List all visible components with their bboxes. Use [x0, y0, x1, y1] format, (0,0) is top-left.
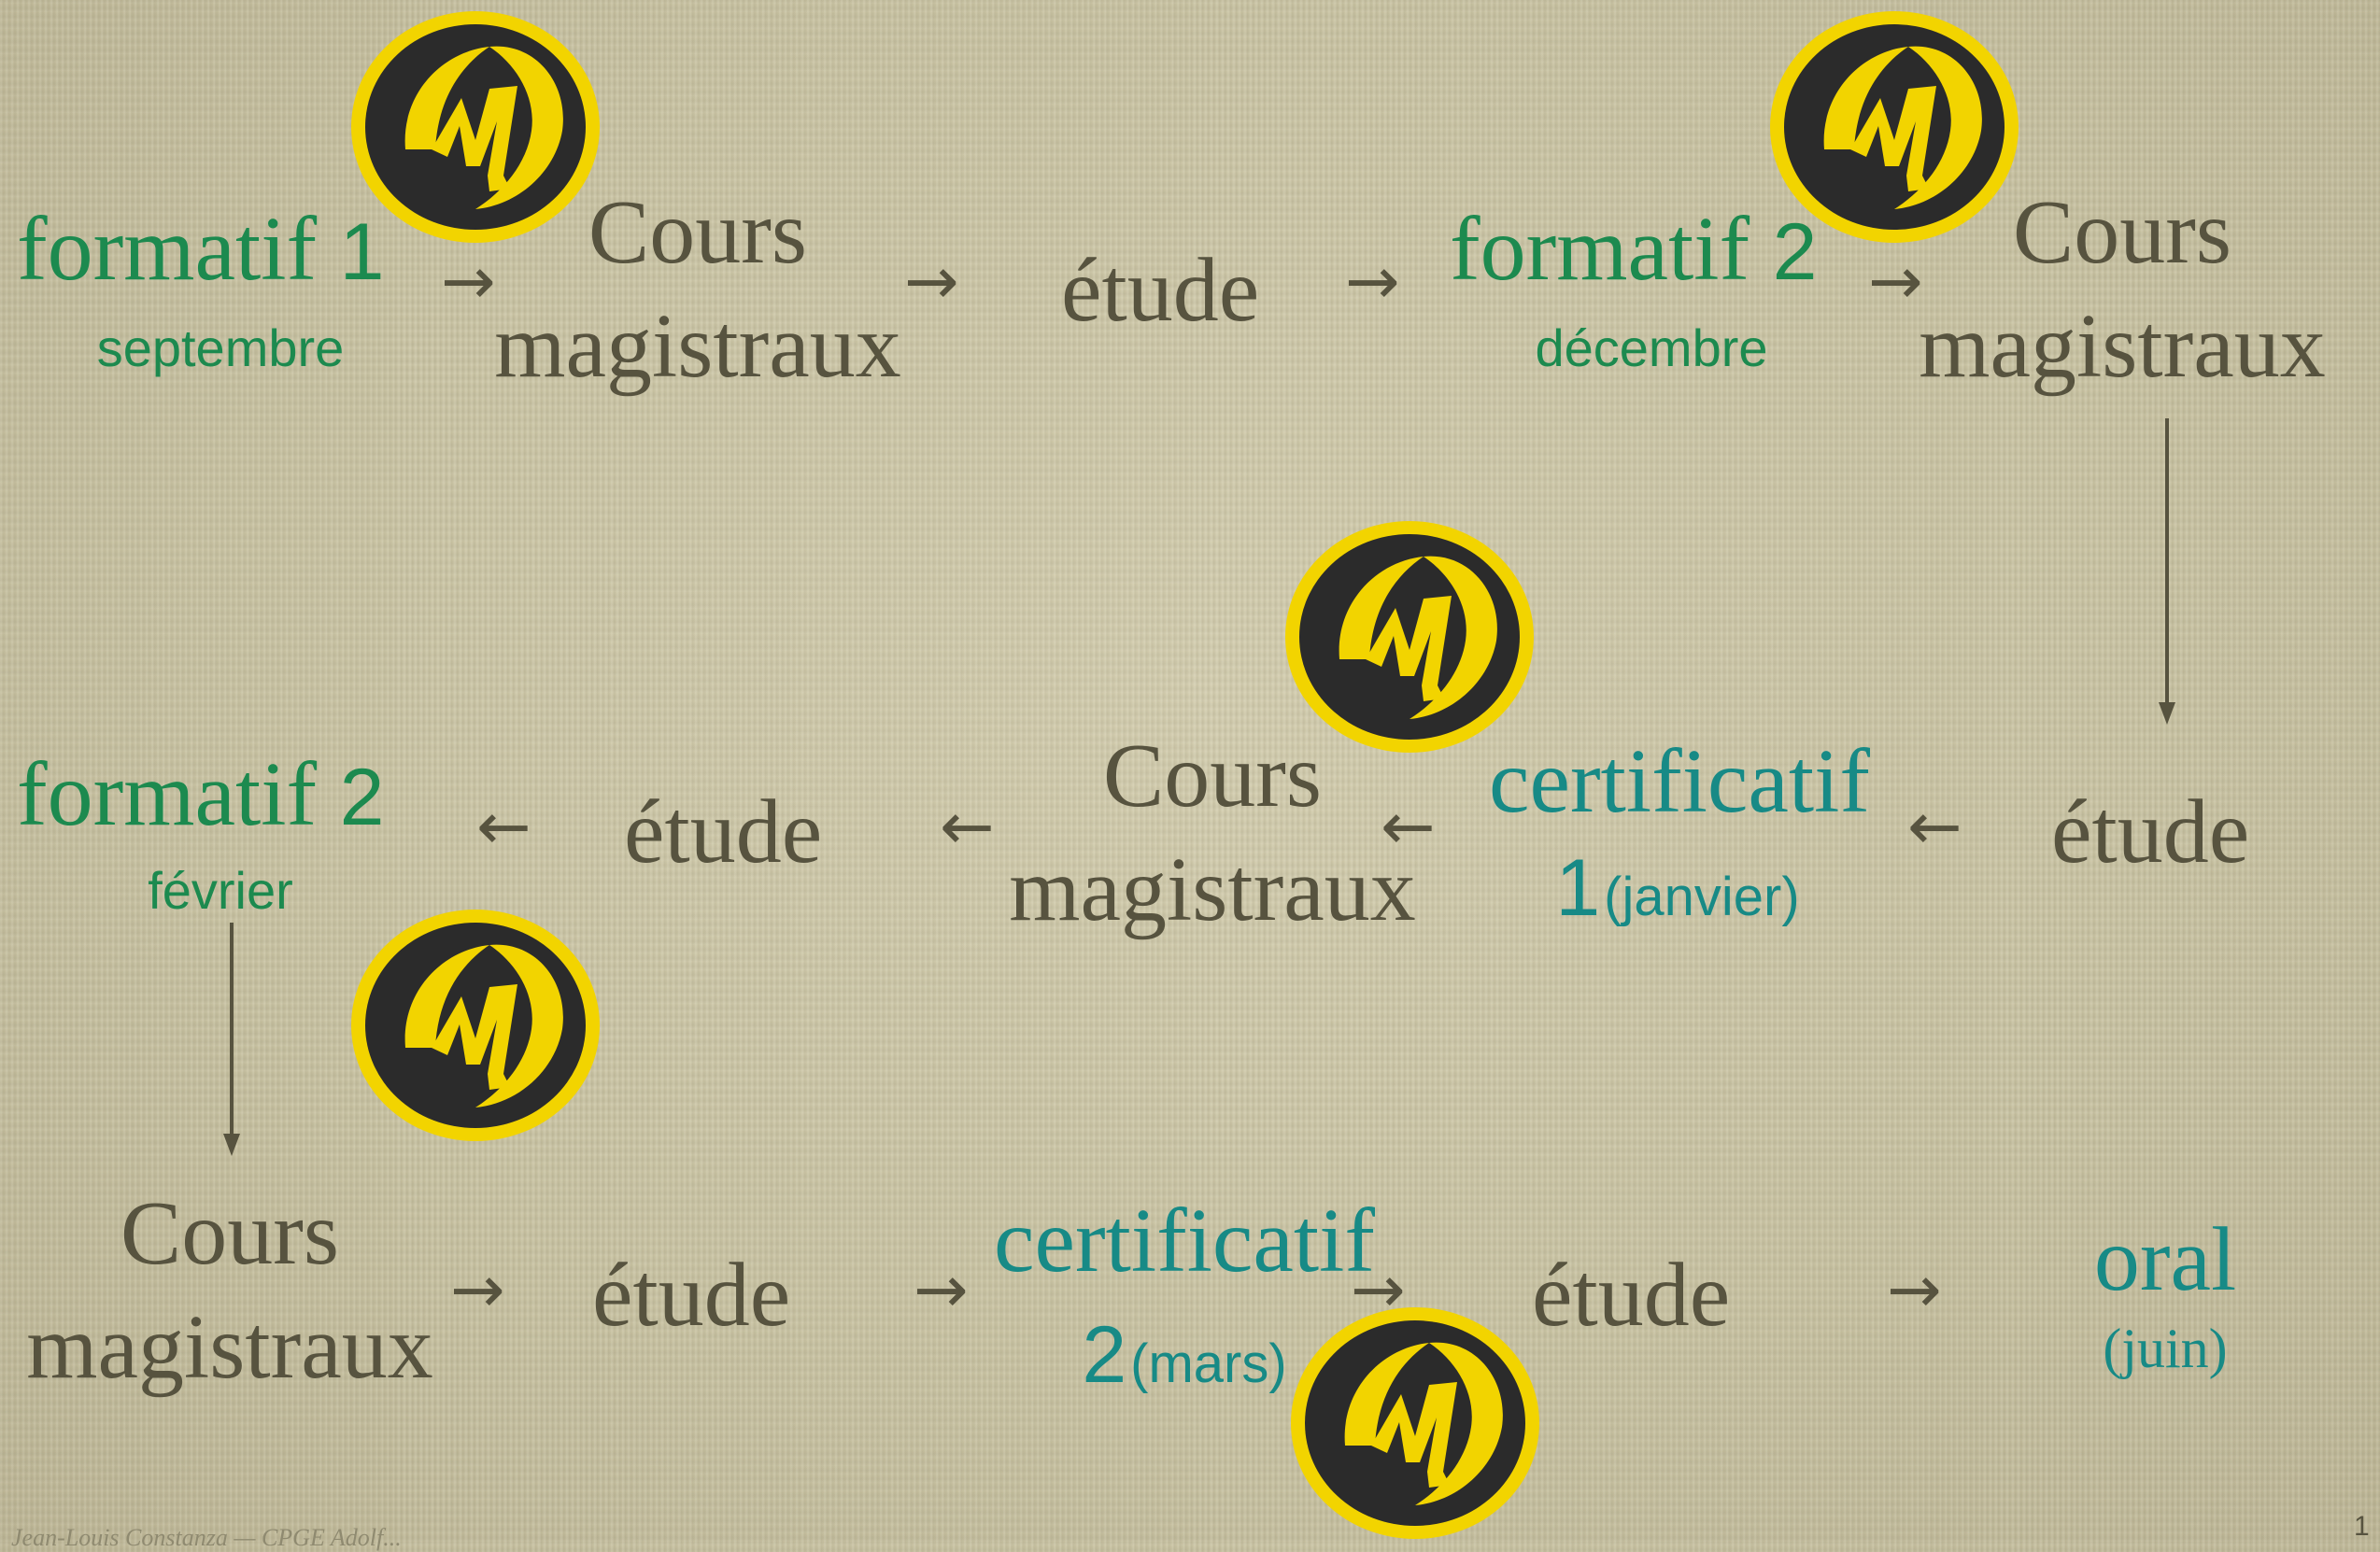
- certificatif1-label: certificatif: [1488, 731, 1871, 832]
- m-logo-icon: [1289, 1305, 1541, 1541]
- certificatif2-paren: (mars): [1130, 1333, 1287, 1394]
- formatif2-row2-number: 2: [339, 753, 385, 842]
- formatif1-label: formatif 1: [17, 204, 384, 295]
- formatif1-date: septembre: [96, 318, 345, 377]
- cours1-line1: Cours: [588, 182, 808, 283]
- etude1: étude: [1061, 240, 1260, 341]
- etude-row2-left: étude: [624, 782, 823, 882]
- etude-row3-2: étude: [1532, 1245, 1731, 1346]
- formatif2-number: 2: [1772, 207, 1818, 297]
- cours2-line2: magistraux: [1919, 296, 2326, 397]
- cours-row3-line1: Cours: [120, 1183, 340, 1284]
- arrow-right: →: [904, 243, 959, 319]
- page-number: 1: [2354, 1511, 2370, 1542]
- certificatif2-number: 2: [1082, 1310, 1127, 1400]
- certificatif2-sub: 2 (mars): [1082, 1315, 1286, 1395]
- certificatif2-label: certificatif: [993, 1191, 1376, 1291]
- arrow-left: ←: [1907, 788, 1962, 865]
- m-logo-icon: [349, 908, 602, 1143]
- etude-row2-right: étude: [2051, 782, 2250, 882]
- arrow-down-head: [2159, 702, 2175, 725]
- formatif1-number: 1: [339, 207, 385, 297]
- formatif2-word: formatif: [1450, 199, 1750, 300]
- arrow-right: →: [450, 1251, 505, 1328]
- oral-label: oral: [2093, 1209, 2237, 1310]
- arrow-left: ←: [476, 788, 531, 865]
- arrow-left: ←: [940, 788, 995, 865]
- arrow-right: →: [1345, 243, 1400, 319]
- oral-paren: (juin): [2103, 1318, 2228, 1379]
- arrow-right: →: [914, 1251, 969, 1328]
- cours-row2-line2: magistraux: [1009, 839, 1416, 940]
- m-logo-icon: [349, 9, 602, 245]
- cours1-line2: magistraux: [494, 296, 901, 397]
- arrow-right: →: [1868, 243, 1923, 319]
- formatif2-date: décembre: [1535, 318, 1768, 377]
- certificatif1-number: 1: [1555, 843, 1601, 933]
- m-logo-icon: [1768, 9, 2020, 245]
- cours-row2-line1: Cours: [1102, 726, 1323, 826]
- footer-text: Jean-Louis Constanza — CPGE Adolf...: [11, 1524, 402, 1551]
- arrow-left: ←: [1381, 788, 1436, 865]
- arrow-down: [2165, 418, 2169, 708]
- arrow-right: →: [1887, 1251, 1942, 1328]
- arrow-down: [230, 923, 234, 1139]
- formatif2-row2-word: formatif: [17, 744, 318, 845]
- certificatif1-paren: (janvier): [1604, 867, 1800, 927]
- formatif2-row2-date: février: [148, 861, 293, 920]
- formatif2-row2-label: formatif 2: [17, 749, 384, 840]
- certificatif1-sub: 1 (janvier): [1555, 848, 1799, 928]
- arrow-down-head: [223, 1134, 240, 1156]
- cours2-line1: Cours: [2012, 182, 2232, 283]
- formatif2-label: formatif 2: [1450, 204, 1817, 295]
- m-logo-icon: [1283, 519, 1536, 755]
- etude-row3-1: étude: [592, 1245, 791, 1346]
- formatif1-word: formatif: [17, 199, 318, 300]
- arrow-right: →: [441, 243, 496, 319]
- cours-row3-line2: magistraux: [26, 1297, 433, 1398]
